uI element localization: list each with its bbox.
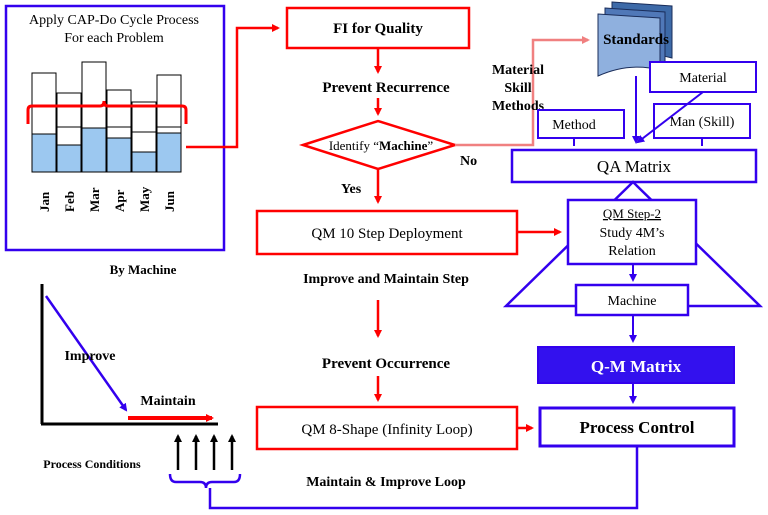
machine-box — [574, 283, 690, 317]
maintain-label: Maintain — [140, 394, 195, 409]
bar-apr — [106, 89, 132, 173]
prevent-occurrence-label: Prevent Occurrence — [322, 356, 450, 372]
improve-maintain-step-label: Improve and Maintain Step — [303, 272, 469, 287]
improve-label: Improve — [64, 349, 115, 364]
prevent-recurrence-label: Prevent Recurrence — [322, 80, 450, 96]
chart-title-line2: For each Problem — [64, 31, 164, 46]
methods-label: Methods — [492, 99, 545, 114]
identify-machine-label: Identify “Machine” — [329, 138, 434, 153]
qm-step2-line3: Relation — [608, 244, 655, 259]
qm8-box — [255, 405, 519, 451]
feedback-loop-line — [208, 446, 639, 510]
maintain-improve-loop-label: Maintain & Improve Loop — [306, 475, 466, 490]
standards-icon — [597, 1, 673, 77]
connector-chart-to-fi — [186, 24, 280, 149]
qm-step2-title: QM Step-2 — [603, 206, 661, 221]
qm10-box — [255, 209, 519, 256]
method-box — [537, 109, 625, 139]
bar-feb — [56, 92, 82, 173]
fi-quality-label: FI for Quality — [333, 21, 423, 37]
chart-title-line1: Apply CAP-Do Cycle Process — [29, 13, 199, 28]
qa-matrix-label: QA Matrix — [597, 157, 672, 176]
qm-matrix-box — [537, 346, 735, 384]
month-label-mar: Mar — [87, 187, 102, 212]
bar-jun — [156, 74, 182, 173]
man-skill-label: Man (Skill) — [670, 115, 735, 130]
no-label: No — [460, 154, 477, 169]
qm-step2-box — [566, 198, 698, 266]
bar-jan — [31, 72, 57, 173]
by-machine-label: By Machine — [110, 262, 177, 277]
month-label-apr: Apr — [112, 189, 127, 212]
qm8-label: QM 8-Shape (Infinity Loop) — [301, 422, 472, 438]
process-conditions-brace — [168, 473, 242, 489]
process-conditions-label: Process Conditions — [43, 457, 141, 471]
qm10-label: QM 10 Step Deployment — [311, 226, 463, 242]
standards-label: Standards — [603, 32, 669, 48]
cap-do-chart-panel: Apply CAP-Do Cycle Process For each Prob… — [4, 4, 226, 252]
arrow-material-to-qa — [636, 91, 704, 144]
material-box-label: Material — [679, 71, 727, 86]
improve-trend-arrow — [44, 295, 128, 412]
bar-may — [131, 101, 157, 173]
chart-red-brace — [26, 100, 188, 124]
month-label-jan: Jan — [37, 191, 52, 212]
process-condition-arrows — [174, 434, 236, 470]
material-label: Material — [492, 63, 544, 78]
process-control-label: Process Control — [579, 418, 694, 437]
fi-quality-box — [285, 6, 471, 50]
method-box-label: Method — [552, 118, 596, 133]
month-label-jun: Jun — [162, 190, 177, 212]
month-label-feb: Feb — [62, 191, 77, 212]
bar-mar — [81, 61, 107, 173]
man-skill-box — [653, 103, 751, 139]
yes-label: Yes — [341, 182, 362, 197]
machine-box-label: Machine — [608, 294, 657, 309]
qm-matrix-label: Q-M Matrix — [591, 357, 682, 376]
qm-step2-line2: Study 4M’s — [600, 226, 665, 241]
month-label-may: May — [137, 186, 152, 212]
skill-label: Skill — [504, 81, 531, 96]
connector-no-to-standards — [455, 36, 590, 147]
